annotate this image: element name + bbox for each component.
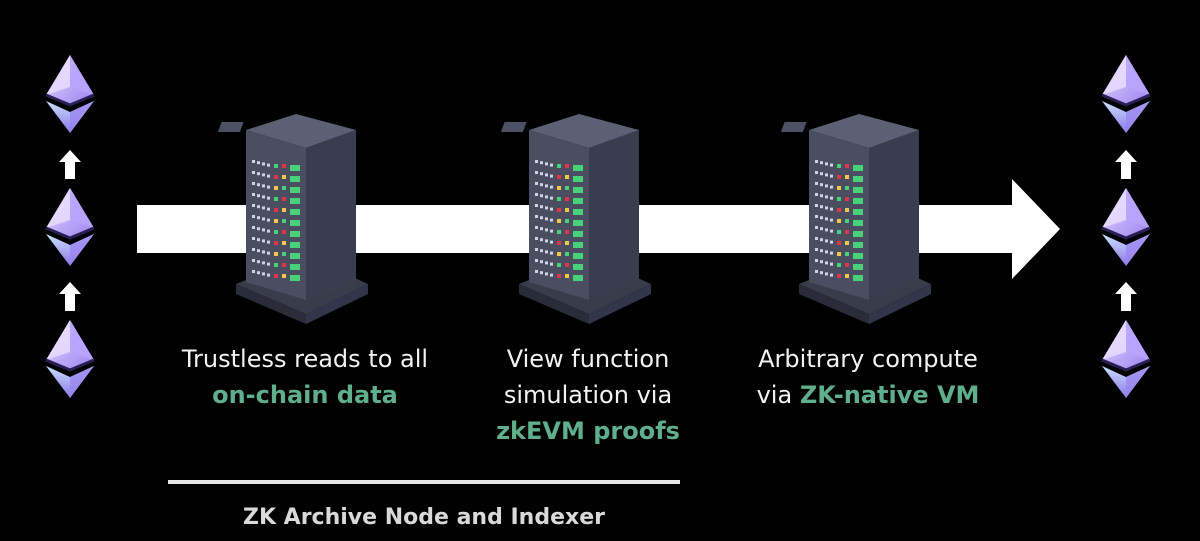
- server-rack-icon-3: [780, 114, 931, 324]
- group-label: ZK Archive Node and Indexer: [243, 505, 605, 530]
- left-ethereum-chain: [45, 55, 95, 398]
- right-ethereum-chain: [1101, 55, 1151, 398]
- server-rack-icon-1: [217, 114, 368, 324]
- left-up-arrow-icon-1: [59, 150, 81, 179]
- left-ethereum-icon-2: [45, 188, 95, 266]
- servers-group: [217, 114, 931, 324]
- stage-2-text-line1: View function: [506, 345, 670, 373]
- right-ethereum-icon-3: [1101, 320, 1151, 398]
- right-up-arrow-icon-1: [1115, 150, 1137, 179]
- stage-2-highlight: zkEVM proofs: [496, 417, 680, 445]
- right-up-arrow-icon-2: [1115, 282, 1137, 311]
- server-rack-icon-2: [500, 114, 651, 324]
- stage-3-highlight: ZK-native VM: [799, 381, 980, 409]
- stage-2-caption: View function simulation via zkEVM proof…: [438, 341, 738, 449]
- left-ethereum-icon-3: [45, 320, 95, 398]
- stage-3-text-line2: via ZK-native VM: [718, 377, 1018, 413]
- left-ethereum-icon-1: [45, 55, 95, 133]
- stage-2-text-line2: simulation via: [503, 381, 673, 409]
- stage-3-caption: Arbitrary compute via ZK-native VM: [718, 341, 1018, 413]
- left-up-arrow-icon-2: [59, 282, 81, 311]
- stage-3-text-line1: Arbitrary compute: [758, 345, 978, 373]
- stage-1-caption: Trustless reads to all on-chain data: [155, 341, 455, 413]
- stage-1-highlight: on-chain data: [212, 381, 398, 409]
- right-ethereum-icon-2: [1101, 188, 1151, 266]
- stage-3-prefix: via: [756, 381, 800, 409]
- right-ethereum-icon-1: [1101, 55, 1151, 133]
- stage-1-text: Trustless reads to all: [181, 345, 429, 373]
- group-bracket-line: [168, 480, 680, 484]
